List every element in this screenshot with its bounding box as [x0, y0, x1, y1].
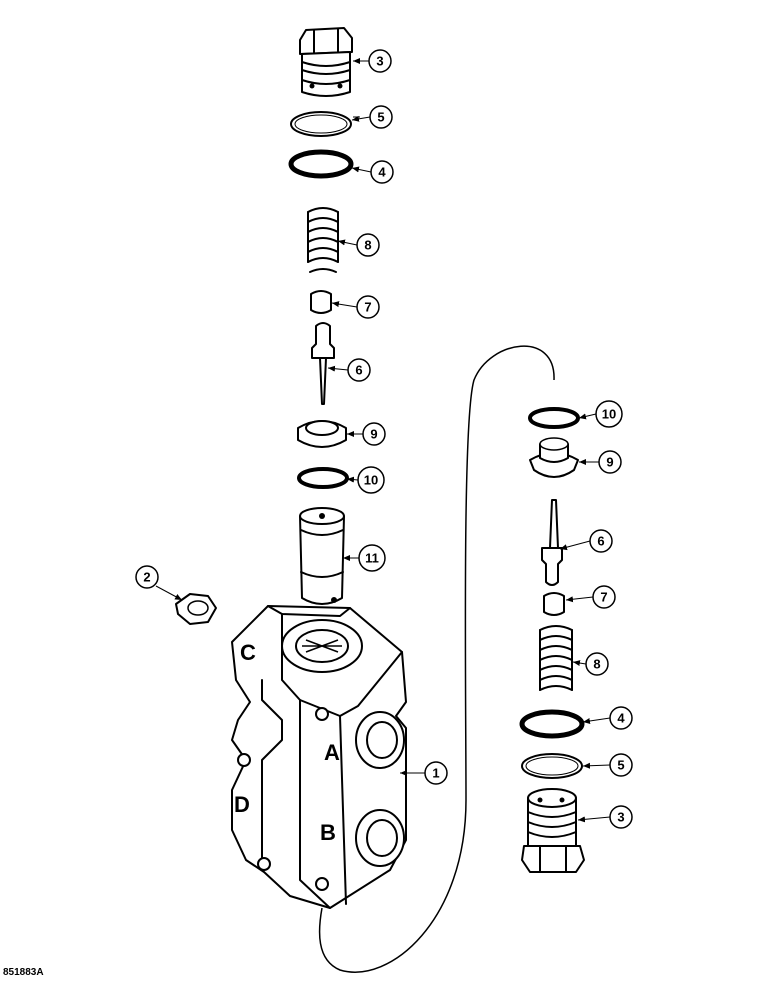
svg-text:3: 3: [617, 810, 624, 825]
svg-text:10: 10: [602, 407, 616, 422]
part-7-cap-top: [310, 290, 332, 314]
svg-text:3: 3: [376, 54, 383, 69]
part-3-plug-right: [521, 788, 585, 873]
svg-text:4: 4: [378, 165, 386, 180]
callout-7-top: 7: [331, 295, 380, 319]
svg-text:5: 5: [617, 758, 624, 773]
callout-9-right: 9: [579, 450, 622, 474]
callout-3-top: 3: [353, 49, 392, 73]
callout-1-body: 1: [400, 761, 448, 785]
part-2-plug: [175, 593, 217, 625]
callout-11-spool: 11: [343, 544, 386, 572]
part-5-backup-ring-top: [290, 111, 352, 137]
port-label-a: A: [324, 740, 340, 765]
part-4-o-ring-right: [519, 709, 585, 739]
callout-6-right: 6: [559, 529, 613, 553]
svg-text:5: 5: [377, 110, 384, 125]
callout-10-top: 10: [346, 466, 385, 494]
callout-4-right: 4: [582, 706, 633, 730]
svg-text:10: 10: [364, 473, 378, 488]
part-10-o-ring-top: [297, 467, 349, 489]
svg-text:6: 6: [597, 534, 604, 549]
part-4-o-ring-top: [288, 149, 354, 179]
part-10-o-ring-right: [528, 407, 580, 429]
part-9-seat-right: [529, 437, 579, 478]
svg-text:9: 9: [606, 455, 613, 470]
port-label-c: C: [240, 640, 256, 665]
svg-text:2: 2: [143, 570, 150, 585]
part-6-pin-right: [541, 499, 563, 586]
part-6-pin-top: [311, 322, 335, 405]
callout-4-top: 4: [351, 160, 394, 184]
assembly-path-line: [318, 345, 555, 973]
part-3-plug-top: [299, 27, 353, 97]
callout-8-right: 8: [572, 652, 609, 676]
callout-10-right: 10: [578, 400, 623, 428]
part-5-backup-ring-right: [521, 753, 583, 779]
port-label-d: D: [234, 792, 250, 817]
svg-text:8: 8: [364, 238, 371, 253]
callout-2-plug: 2: [135, 565, 183, 601]
callout-5-top: 5: [351, 105, 393, 129]
part-11-spool: [299, 507, 345, 605]
callout-6-top: 6: [327, 358, 371, 382]
svg-text:9: 9: [370, 427, 377, 442]
callout-8-top: 8: [337, 233, 380, 257]
part-1-valve-body: [231, 605, 407, 909]
svg-text:8: 8: [593, 657, 600, 672]
part-9-seat-top: [297, 420, 347, 448]
svg-text:11: 11: [365, 551, 379, 566]
callout-7-right: 7: [565, 585, 616, 609]
svg-text:6: 6: [355, 363, 362, 378]
callout-5-right: 5: [582, 753, 633, 777]
part-8-spring-top: [307, 207, 339, 273]
part-8-spring-right: [539, 625, 573, 691]
callout-9-top: 9: [347, 422, 386, 446]
svg-text:4: 4: [617, 711, 625, 726]
svg-text:7: 7: [600, 590, 607, 605]
port-label-b: B: [320, 820, 336, 845]
svg-text:7: 7: [364, 300, 371, 315]
drawing-reference-number: 851883A: [3, 967, 44, 978]
svg-text:1: 1: [432, 766, 439, 781]
part-7-cap-right: [543, 592, 565, 616]
callout-3-right: 3: [577, 805, 633, 829]
